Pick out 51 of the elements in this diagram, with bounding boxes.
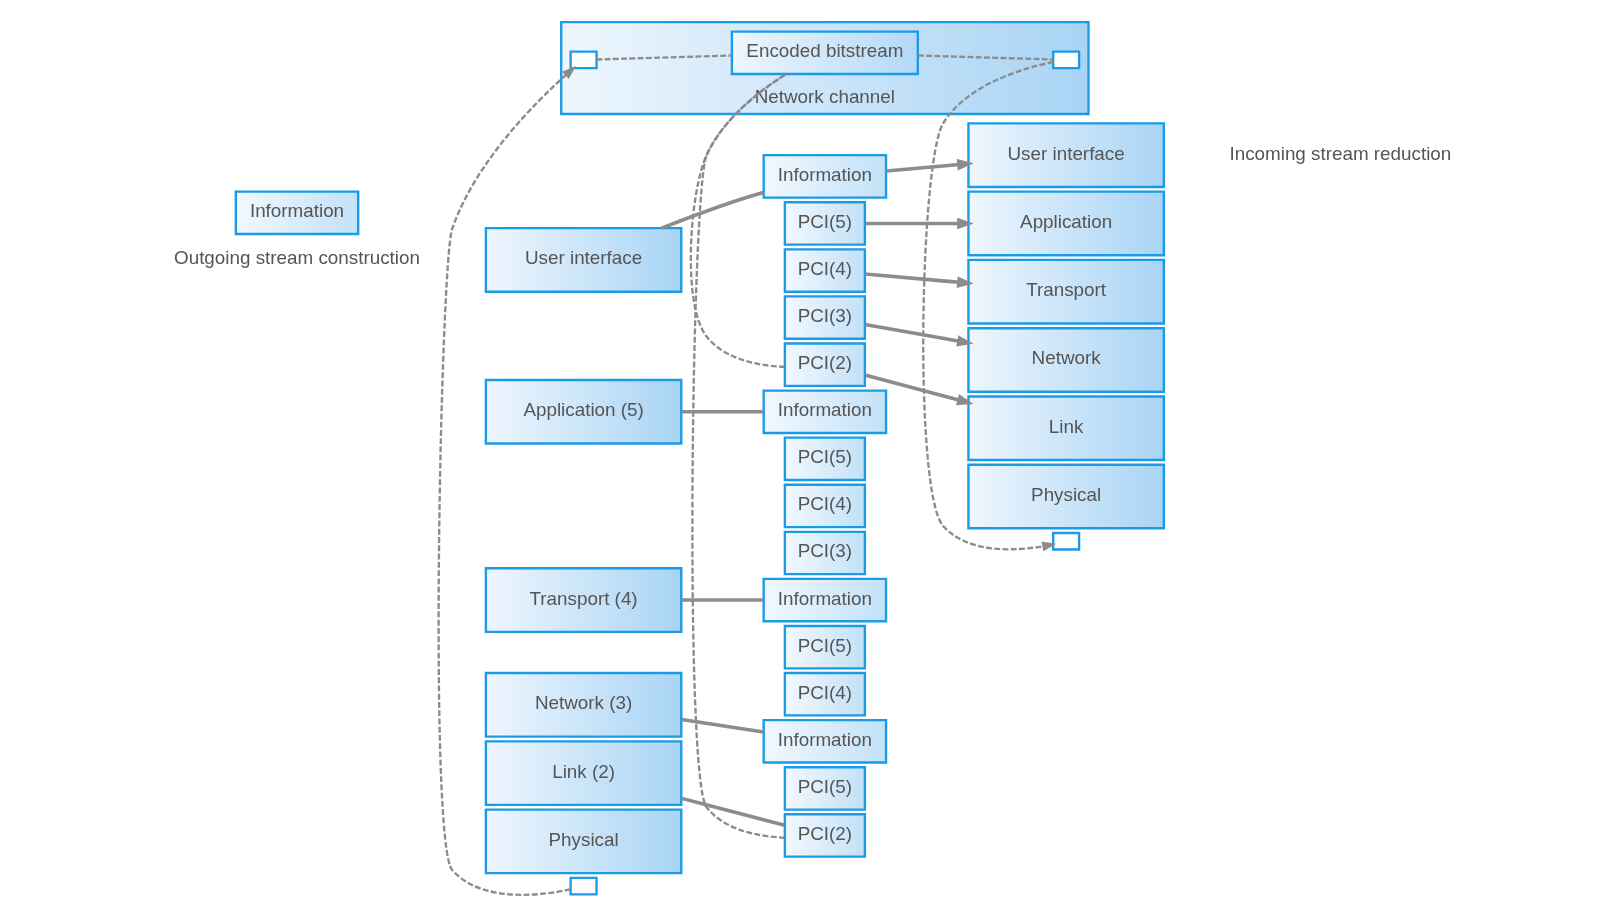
node-box: PCI(2) [783,813,866,858]
node-box: Transport [966,258,1165,325]
arrow [864,322,974,347]
connector [660,190,764,230]
arrow [436,66,576,896]
node-box: PCI(2) [783,342,866,388]
node-box: Information [762,718,887,764]
node-box: Link [966,395,1165,462]
label: Outgoing stream construction [173,247,420,269]
connector [681,598,763,602]
node-box: Physical [484,808,682,875]
node-box: PCI(5) [783,436,866,482]
node-box: PCI(3) [783,295,866,340]
node-box: Information [762,389,887,435]
node-box [1051,531,1080,551]
node-box [568,50,598,70]
node-box [1051,50,1080,70]
arrow [921,60,1056,552]
connector [680,796,785,827]
node-box: PCI(5) [783,201,866,246]
connector [689,73,787,368]
node-box: Physical [966,463,1165,530]
arrow [885,158,974,173]
node-box: PCI(4) [783,483,866,529]
connector [681,410,763,414]
arrow [864,272,974,288]
node-box: Information [234,190,359,236]
connector [690,73,787,839]
node-box: PCI(4) [783,671,866,717]
arrow [864,373,973,406]
node-box: PCI(4) [783,248,866,293]
node-box: PCI(3) [783,530,866,576]
connector [680,717,764,734]
node-box: Network [966,327,1165,393]
node-box: PCI(5) [783,766,866,811]
node-box: Transport (4) [484,567,682,634]
node-box: Application [966,190,1165,257]
node-box: Encoded bitstream [730,30,919,76]
node-box: User interface [484,227,682,293]
connector [596,54,732,61]
arrow [864,217,974,230]
node-box: PCI(5) [783,624,866,670]
label: Incoming stream reduction [1228,142,1451,164]
node-box: Information [762,154,887,199]
node-box: User interface [966,122,1165,189]
connector [917,54,1053,61]
node-box: Network (3) [484,671,682,738]
node-box: Information [762,577,887,623]
node-box: Application (5) [484,378,682,445]
node-box [568,876,598,896]
node-box: Link (2) [484,740,682,807]
